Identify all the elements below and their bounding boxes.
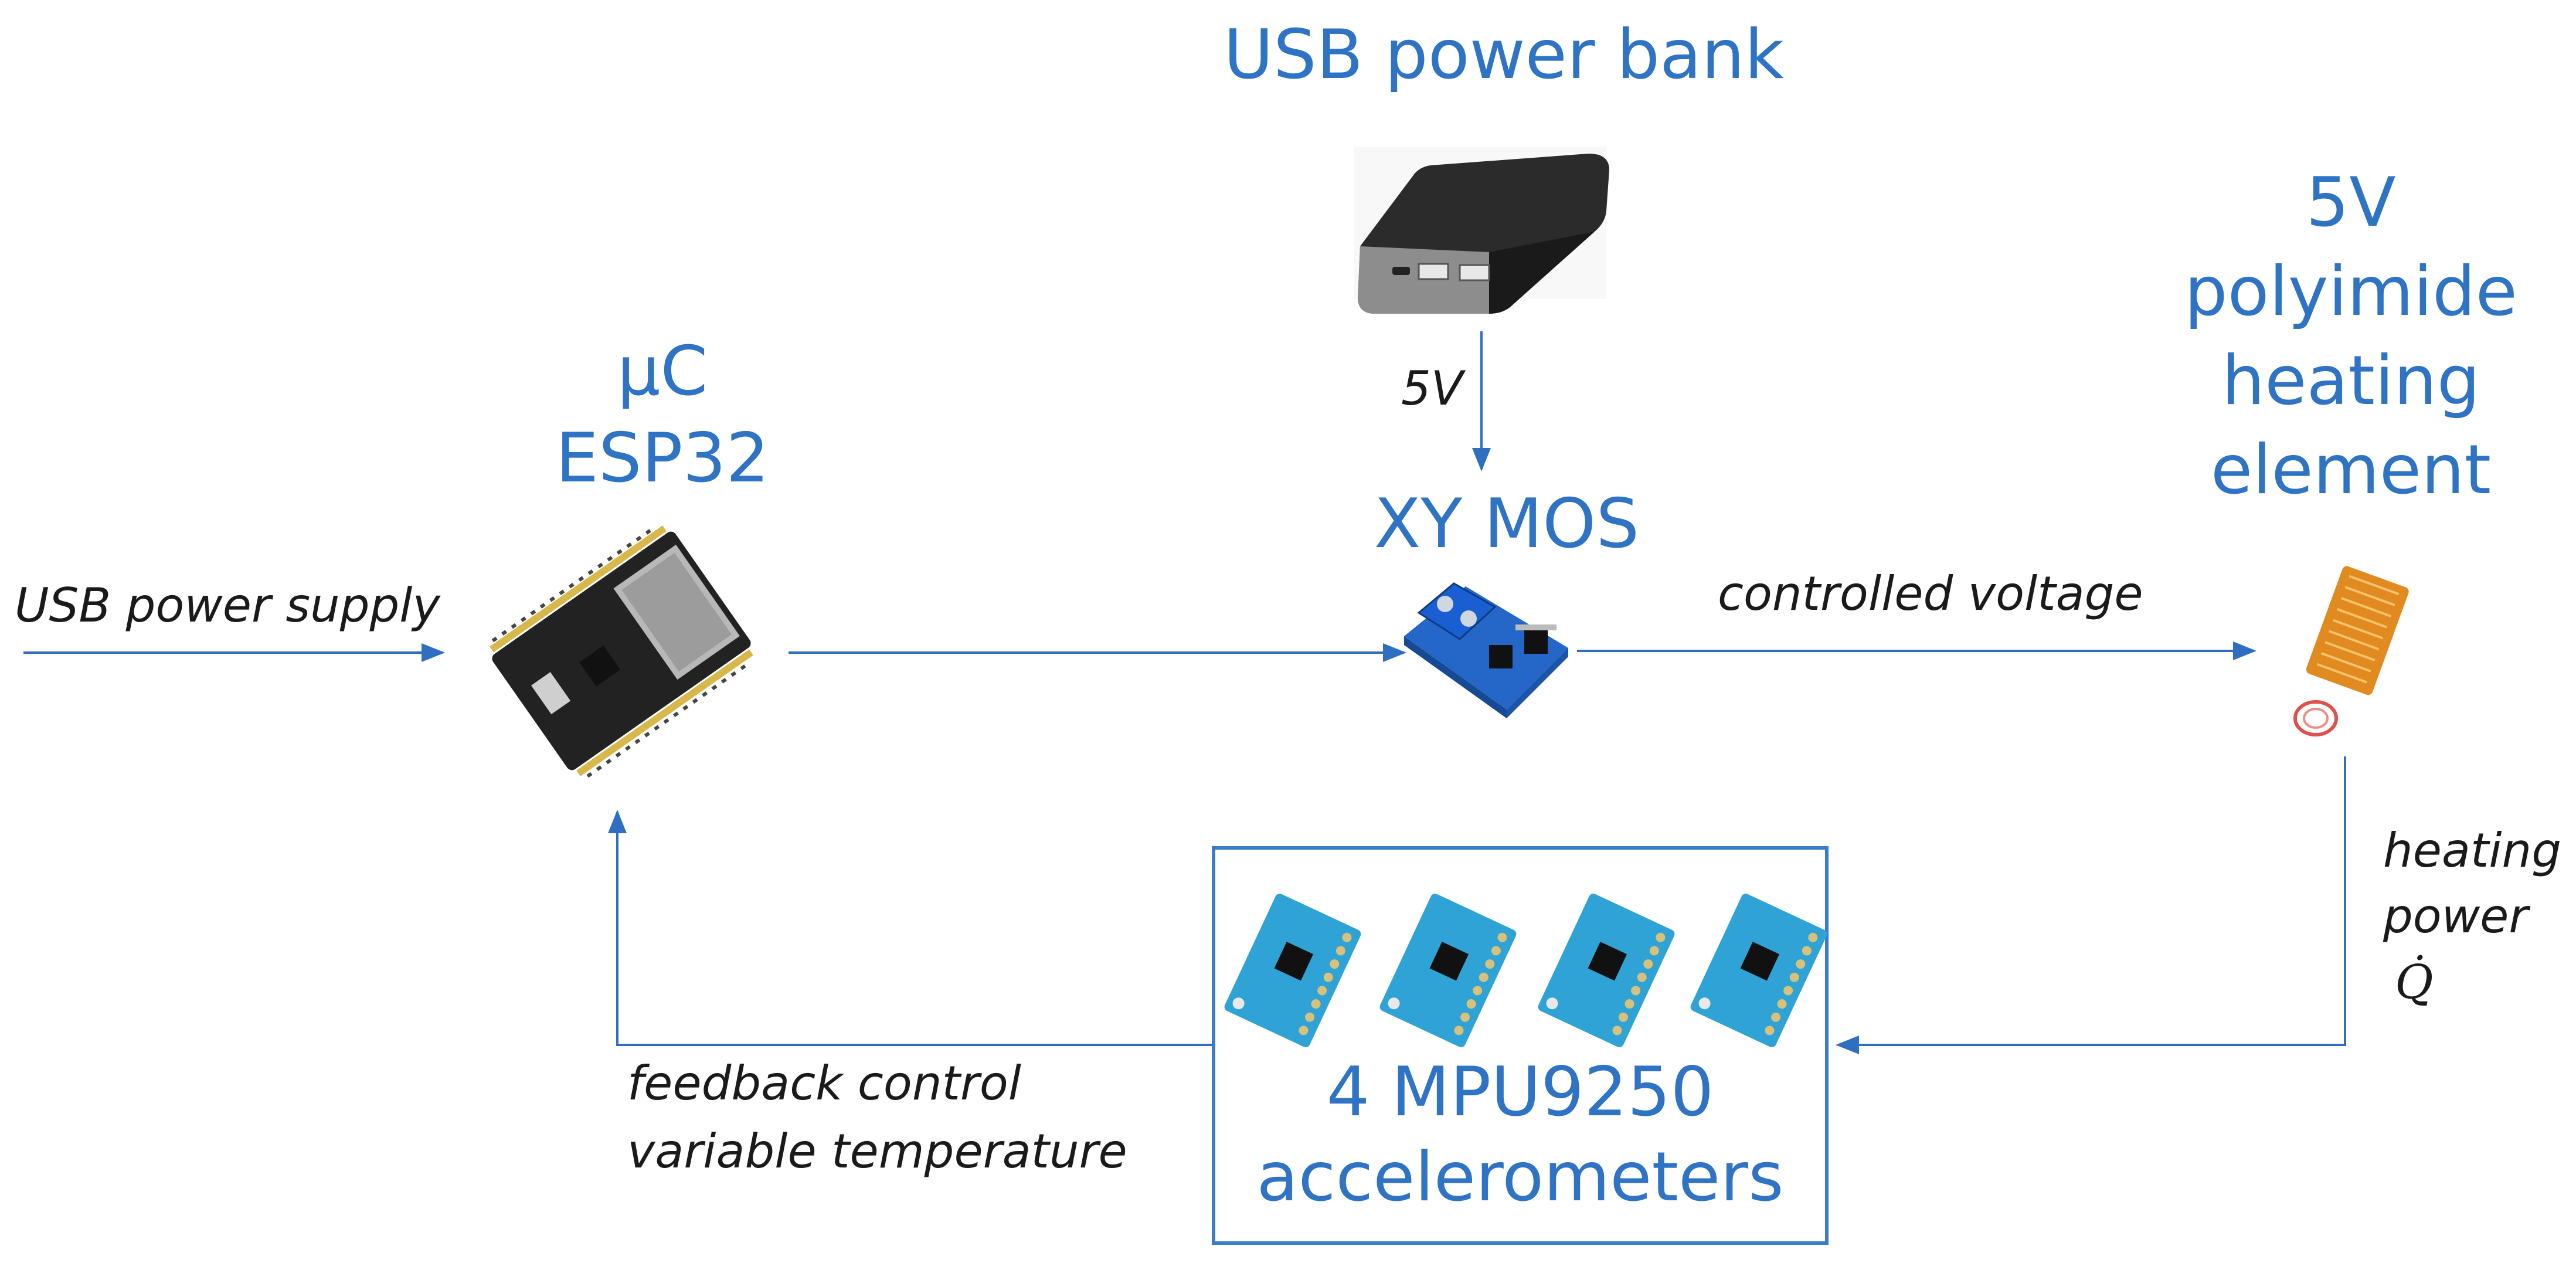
feedback-line2: variable temperature — [627, 1124, 1127, 1179]
feedback-label: feedback control variable temperature — [627, 1050, 1127, 1186]
heating-power-symbol: Q̇ — [2395, 955, 2434, 1009]
arrow-heater-to-accelerometers — [1836, 756, 2346, 1054]
accelerometers-title-line2: accelerometers — [1256, 1138, 1784, 1217]
mpu9250-board-2 — [1379, 894, 1517, 1047]
accelerometers-title-line1: 4 MPU9250 — [1326, 1053, 1714, 1132]
mcu-title: µC ESP32 — [516, 328, 809, 503]
arrows — [23, 331, 2346, 1054]
arrow-accelerometers-to-esp32 — [608, 810, 1212, 1046]
usb-power-supply-label: USB power supply — [15, 578, 440, 633]
heater-title-line4: element — [2210, 430, 2492, 510]
esp32-board-image — [490, 525, 753, 778]
controlled-voltage-label: controlled voltage — [1718, 566, 2143, 621]
mpu9250-board-4 — [1690, 894, 1827, 1047]
mosfet-module-image — [1404, 582, 1568, 718]
heating-power-line1: heating — [2383, 823, 2562, 878]
heater-title-line1: 5V — [2306, 163, 2396, 242]
power-bank-title: USB power bank — [1224, 15, 1784, 94]
accelerometers-box — [1212, 846, 1829, 1245]
accelerometers-title: 4 MPU9250 accelerometers — [1212, 1050, 1829, 1220]
mosfet-title: XY MOS — [1374, 484, 1640, 563]
mpu9250-board-1 — [1224, 894, 1361, 1047]
heater-title-line3: heating — [2221, 341, 2480, 420]
five-volt-label: 5V — [1401, 361, 1463, 416]
power-bank-image — [1354, 147, 1609, 314]
feedback-line1: feedback control — [627, 1056, 1021, 1111]
mcu-title-line2: ESP32 — [555, 419, 770, 498]
mpu9250-board-3 — [1538, 894, 1675, 1047]
heating-element-image — [2293, 566, 2409, 736]
heating-power-label: heating power Q̇ — [2383, 818, 2561, 1015]
heater-title: 5V polyimide heating element — [2169, 158, 2533, 515]
heating-power-line2: power — [2383, 889, 2529, 943]
heater-title-line2: polyimide — [2184, 252, 2517, 331]
mpu9250-boards — [1224, 894, 1827, 1047]
mcu-title-line1: µC — [617, 332, 708, 411]
